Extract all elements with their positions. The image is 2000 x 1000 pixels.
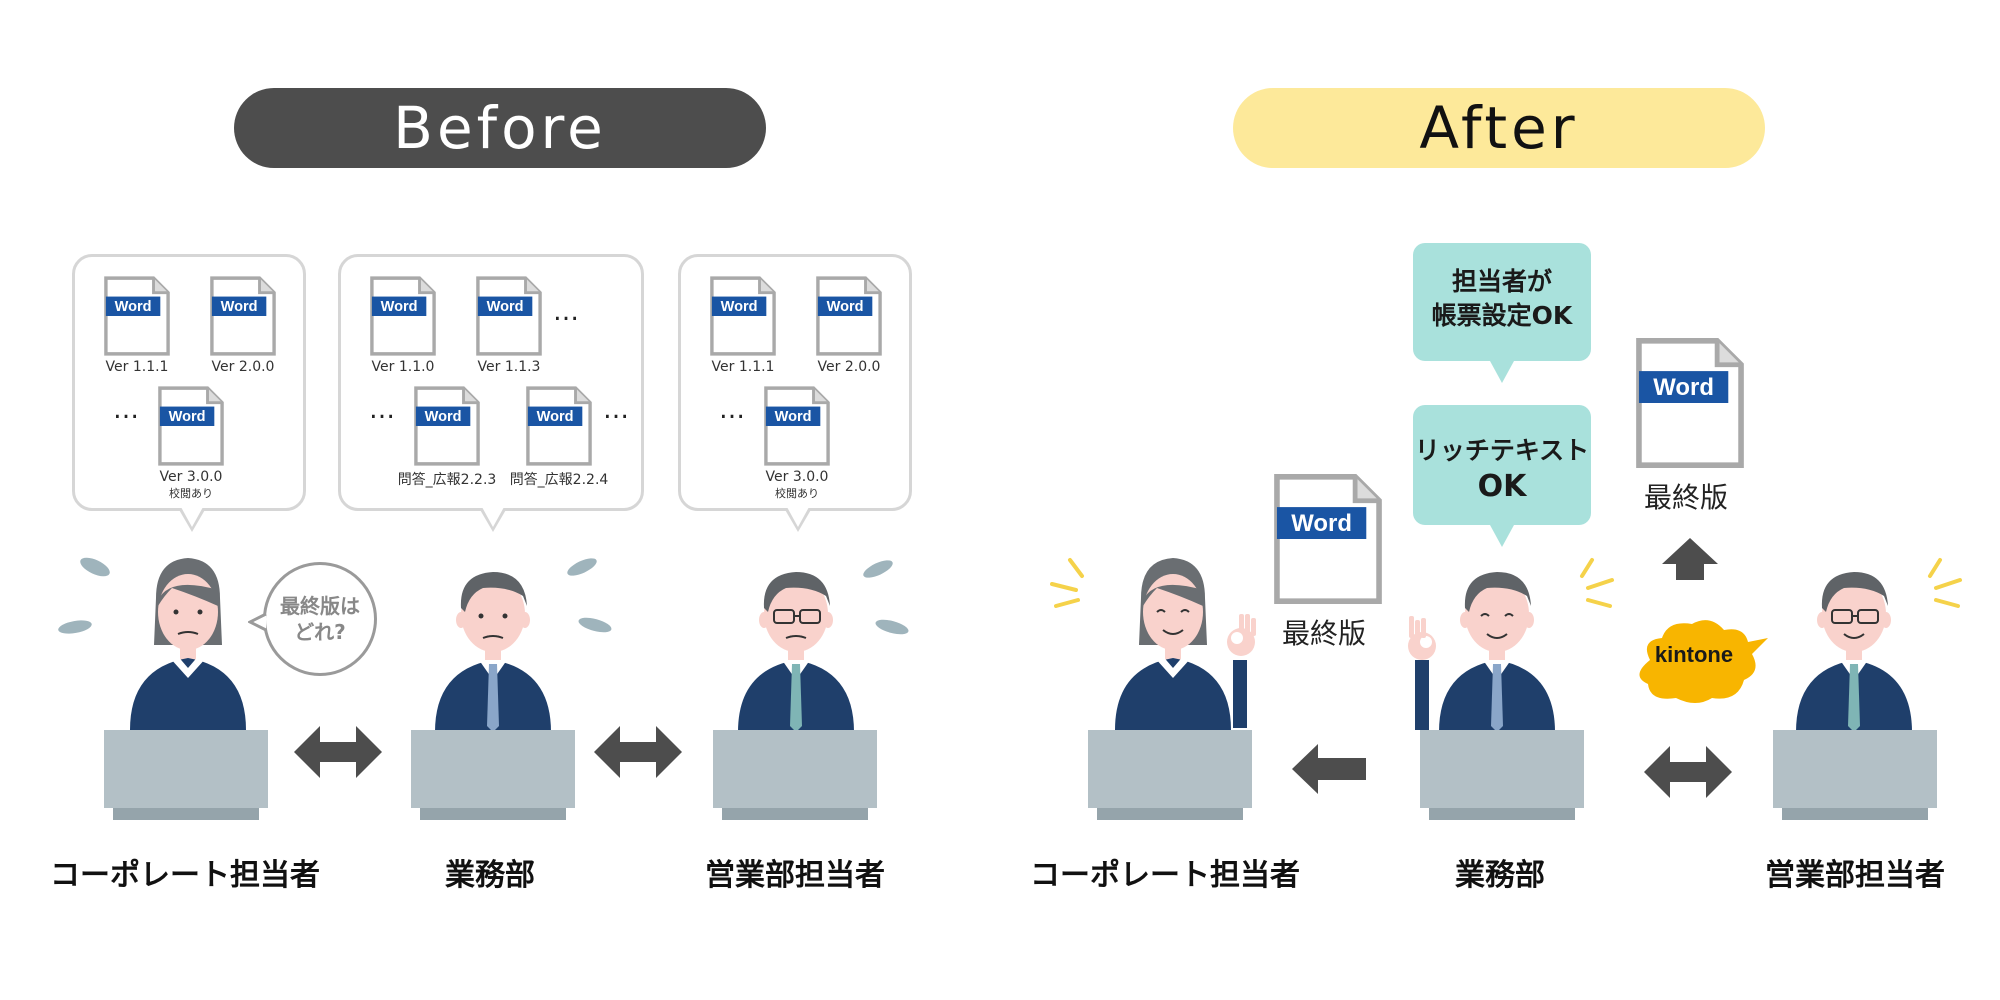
- left-arrow-icon: [1292, 744, 1366, 794]
- callout-rich-text: リッチテキスト OK: [1413, 405, 1591, 547]
- person-sales-happy: [1796, 572, 1912, 732]
- thought-tail: [248, 612, 267, 632]
- before-title: Before: [234, 88, 766, 168]
- doc-version-label: 問答_広報2.2.3: [397, 472, 497, 488]
- callout-line: 帳票設定OK: [1431, 301, 1573, 330]
- doc-version-label: Ver 1.1.3: [477, 359, 541, 375]
- final-version-label: 最終版: [1644, 481, 1729, 514]
- sweat-drop-icon: [578, 617, 612, 633]
- speech-bubble-operations: Ver 1.1.0 Ver 1.1.3 … … 問答_広報2.2.3 問答_広報…: [338, 254, 644, 532]
- person-label: コーポレート担当者: [1030, 858, 1300, 893]
- person-label: 業務部: [445, 858, 535, 893]
- kintone-label: kintone: [1654, 642, 1734, 667]
- sweat-drop-icon: [567, 558, 597, 576]
- person-corporate-happy: [1115, 558, 1256, 730]
- ellipsis: …: [719, 395, 747, 425]
- ellipsis: …: [603, 395, 631, 425]
- laptop-icon: [104, 730, 268, 820]
- doc-version-label: Ver 2.0.0: [817, 359, 881, 375]
- double-arrow-icon: [594, 726, 682, 778]
- kintone-cloud: kintone: [1620, 610, 1770, 710]
- person-label: 営業部担当者: [1765, 858, 1945, 893]
- word-document-icon: [525, 385, 593, 467]
- doc-version-label: Ver 2.0.0: [211, 359, 275, 375]
- word-document-icon: [209, 275, 277, 357]
- sparkle-icon: [1580, 558, 1614, 608]
- laptop-icon: [1420, 730, 1584, 820]
- doc-version-label: Ver 3.0.0: [765, 469, 829, 485]
- person-operations: [435, 572, 551, 732]
- double-arrow-icon: [1644, 746, 1732, 798]
- sparkle-icon: [1928, 558, 1962, 608]
- sweat-drop-icon: [80, 557, 110, 577]
- speech-bubble-corporate: Ver 1.1.1 Ver 2.0.0 … Ver 3.0.0 校閲あり: [72, 254, 306, 532]
- ellipsis: …: [553, 297, 581, 327]
- word-document-icon: [369, 275, 437, 357]
- person-sales: [738, 572, 854, 732]
- person-label: 営業部担当者: [705, 858, 885, 893]
- callout-form-settings: 担当者が 帳票設定OK: [1413, 243, 1591, 383]
- kintone-cloud-icon: [1639, 620, 1768, 703]
- doc-version-label: Ver 1.1.1: [711, 359, 775, 375]
- doc-note-label: 校閲あり: [169, 487, 213, 500]
- doc-version-label: 問答_広報2.2.4: [509, 472, 609, 488]
- sweat-drop-icon: [875, 619, 909, 635]
- word-document-icon: [413, 385, 481, 467]
- laptop-icon: [713, 730, 877, 820]
- after-title: After: [1233, 88, 1765, 168]
- thought-line: どれ?: [294, 620, 346, 644]
- word-document-icon: [103, 275, 171, 357]
- word-document-icon: [1634, 336, 1746, 470]
- sparkle-icon: [1050, 558, 1084, 608]
- doc-note-label: 校閲あり: [775, 487, 819, 500]
- word-document-icon: [763, 385, 831, 467]
- double-arrow-icon: [294, 726, 382, 778]
- word-document-icon: [815, 275, 883, 357]
- laptop-icon: [1088, 730, 1252, 820]
- person-operations-happy: [1408, 572, 1555, 732]
- callout-line: OK: [1477, 469, 1527, 504]
- doc-version-label: Ver 1.1.0: [371, 359, 435, 375]
- laptop-icon: [1773, 730, 1937, 820]
- up-arrow-icon: [1662, 538, 1718, 580]
- speech-bubble-sales: Ver 1.1.1 Ver 2.0.0 … Ver 3.0.0 校閲あり: [678, 254, 912, 532]
- person-corporate: [130, 558, 246, 730]
- callout-line: 担当者が: [1451, 267, 1552, 296]
- sweat-drop-icon: [58, 620, 92, 634]
- doc-version-label: Ver 3.0.0: [159, 469, 223, 485]
- final-version-label: 最終版: [1282, 617, 1367, 650]
- thought-bubble: 最終版は どれ?: [263, 562, 377, 676]
- sweat-drop-icon: [863, 560, 893, 578]
- doc-version-label: Ver 1.1.1: [105, 359, 169, 375]
- word-document-icon: [157, 385, 225, 467]
- word-document-icon: [709, 275, 777, 357]
- thought-line: 最終版は: [280, 594, 360, 618]
- person-label: コーポレート担当者: [50, 858, 320, 893]
- ellipsis: …: [369, 395, 397, 425]
- laptop-icon: [411, 730, 575, 820]
- person-label: 業務部: [1455, 858, 1545, 893]
- callout-line: リッチテキスト: [1414, 436, 1590, 465]
- word-document-icon: [475, 275, 543, 357]
- word-document-icon: [1272, 472, 1384, 606]
- ellipsis: …: [113, 395, 141, 425]
